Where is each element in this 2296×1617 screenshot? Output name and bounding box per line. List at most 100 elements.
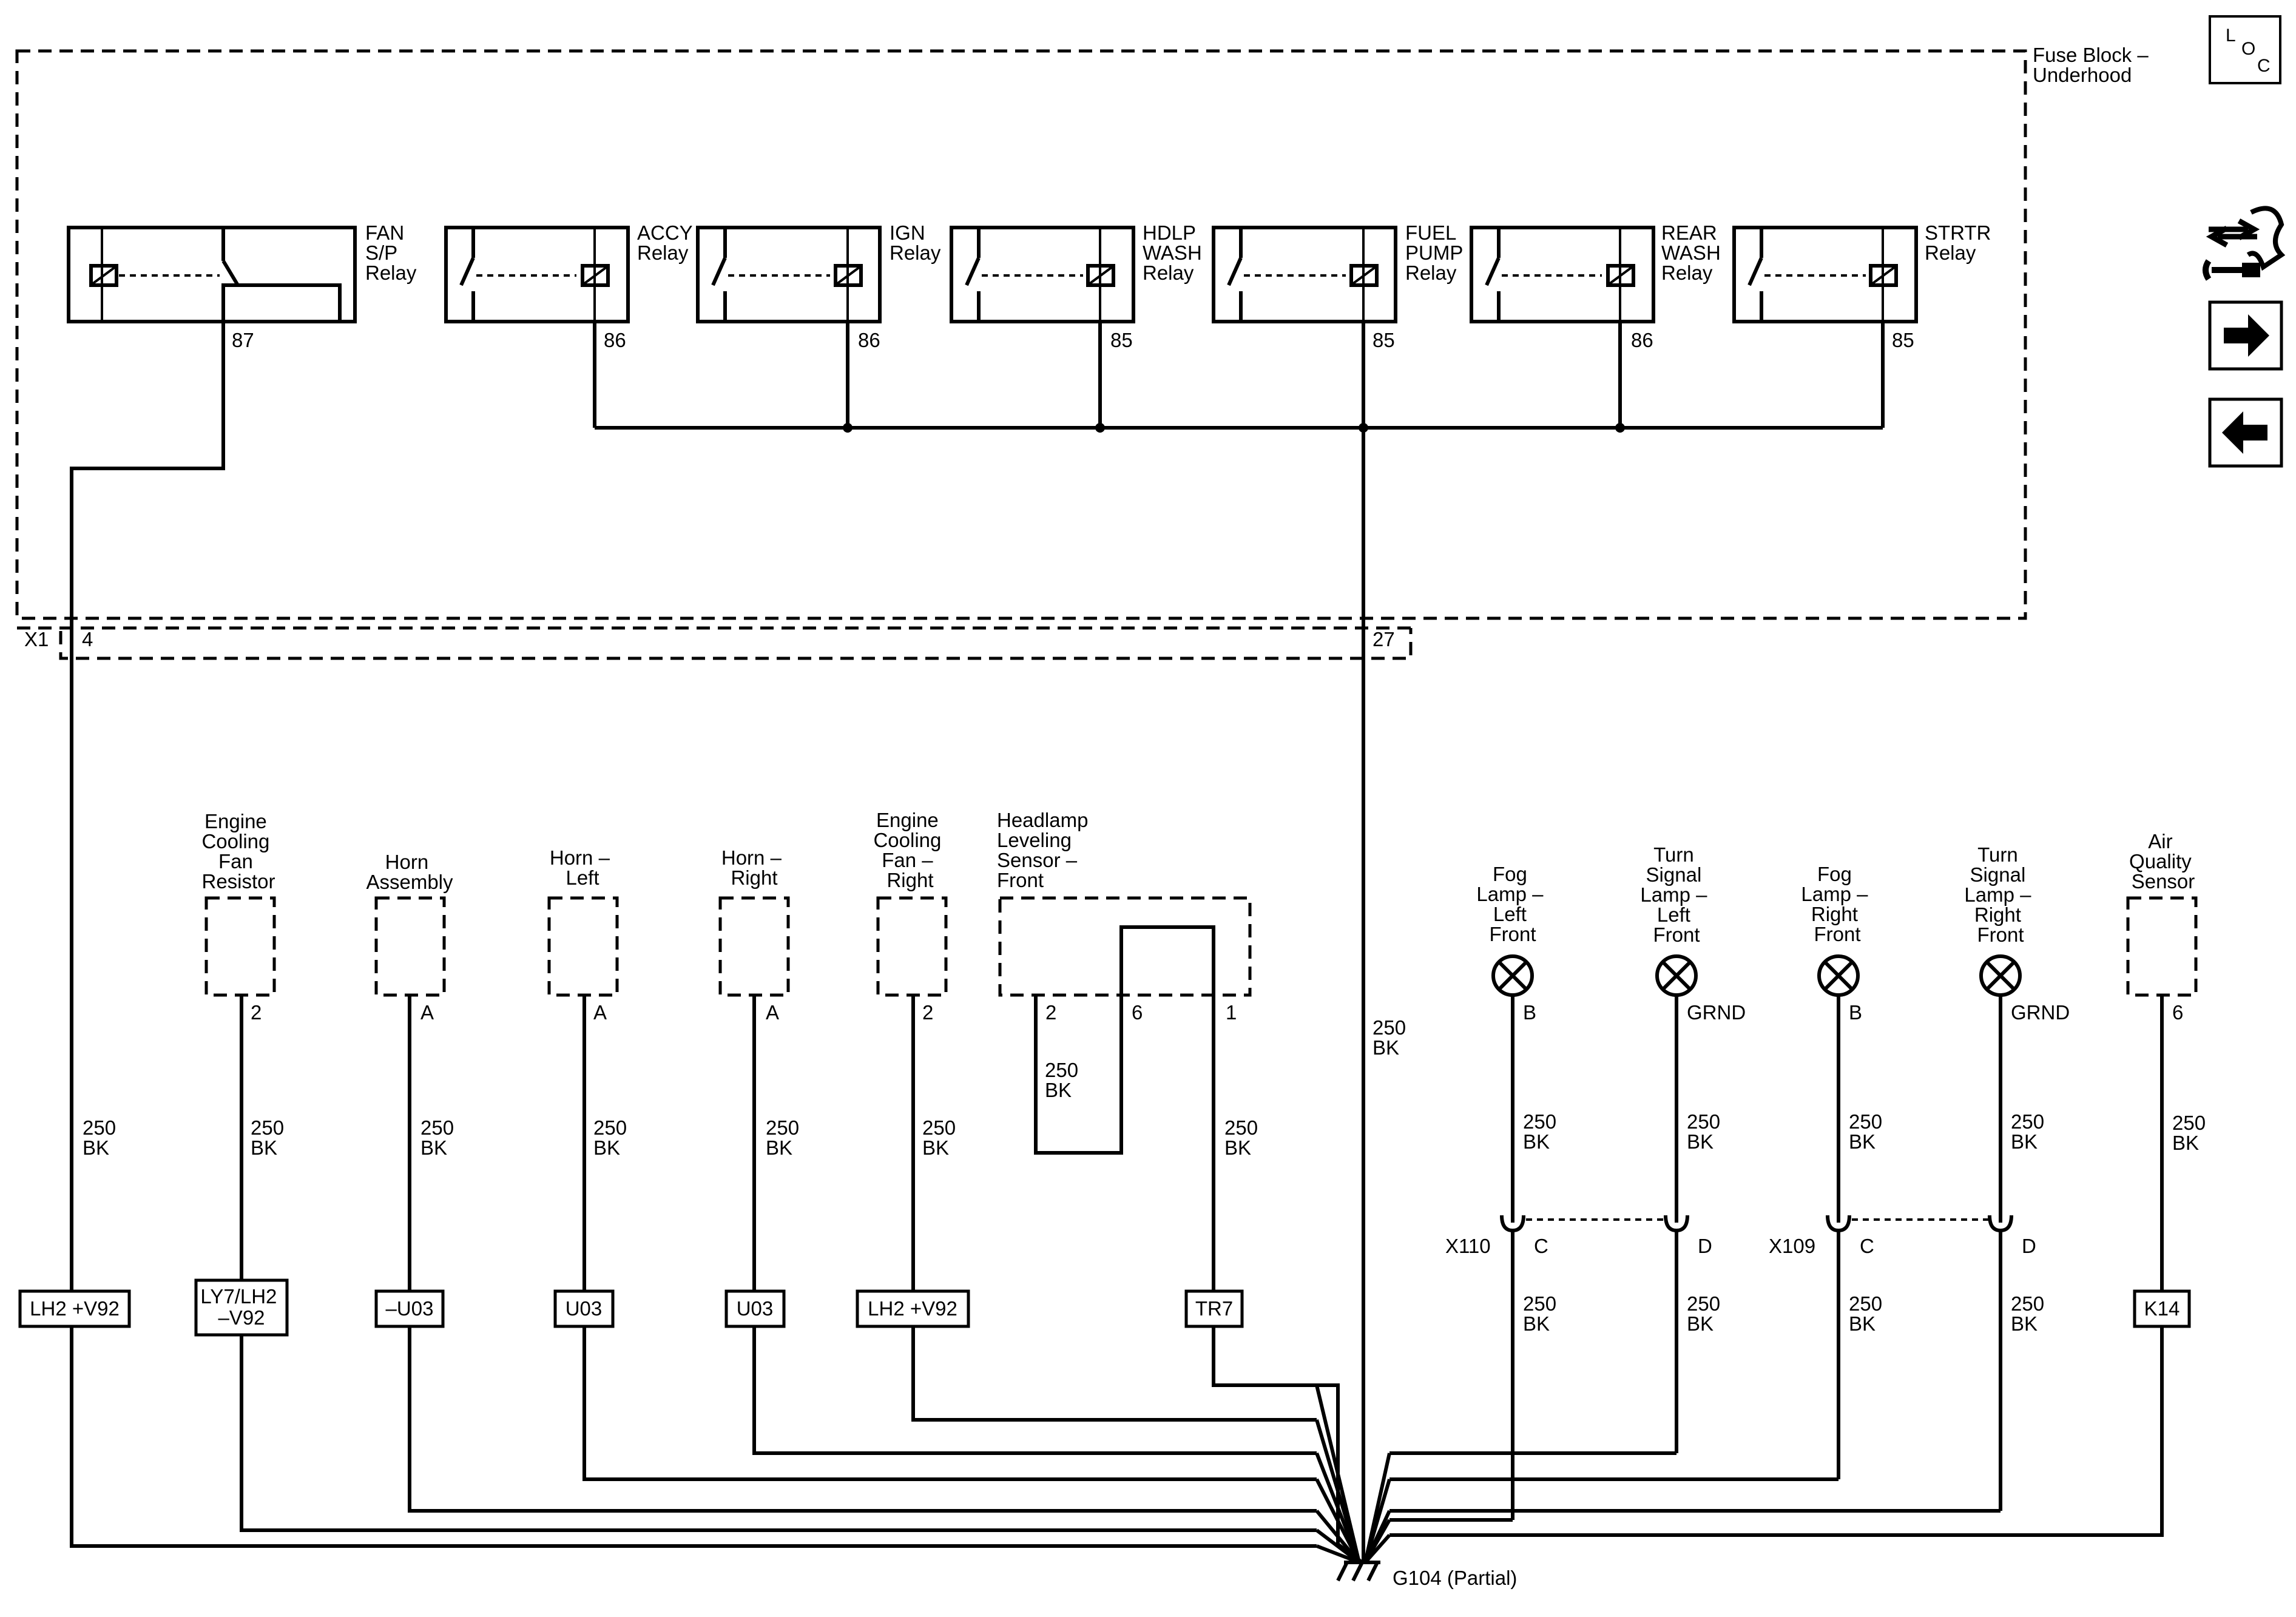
splice-dot: [843, 423, 853, 433]
relay-accy-label: ACCY Relay: [637, 221, 698, 264]
svg-text:6: 6: [1132, 1001, 1143, 1024]
svg-text:A: A: [420, 1001, 434, 1024]
svg-text:1: 1: [1226, 1001, 1237, 1024]
svg-text:L: L: [2226, 25, 2236, 46]
relay-fuel-pump-pin: 85: [1373, 329, 1395, 351]
svg-text:2: 2: [251, 1001, 262, 1024]
relay-hdlp-wash-label: HDLP WASH Relay: [1143, 221, 1207, 284]
svg-text:Headlamp Leveling: Headlamp Leveling Sensor – Front: [997, 809, 1094, 891]
svg-text:K14: K14: [2144, 1297, 2180, 1320]
relay-fan-sp-pin: 87: [232, 329, 254, 351]
svg-text:2: 2: [922, 1001, 933, 1024]
relay-rear-wash-label: REAR WASH Relay: [1661, 221, 1726, 284]
fuse-block-wiring: [70, 322, 1885, 619]
ground-g104-label: G104 (Partial): [1393, 1567, 1517, 1589]
relay-strtr-pin: 85: [1892, 329, 1914, 351]
svg-text:GRND: GRND: [1687, 1001, 1746, 1024]
relay-ign: IGN Relay 86: [696, 221, 941, 351]
svg-text:D: D: [2022, 1235, 2036, 1257]
svg-text:TR7: TR7: [1195, 1297, 1233, 1320]
main-wiring: [70, 322, 1365, 1562]
option-box-lh2-v92: [18, 1289, 131, 1328]
svg-text:LH2 +V92: LH2 +V92: [868, 1297, 957, 1320]
connector-x1: X1 4 27: [17, 626, 1413, 660]
splice-dot: [1615, 423, 1625, 433]
svg-text:–U03: –U03: [386, 1297, 434, 1320]
svg-text:Air Quality Sensor: Air Quality Sensor: [2129, 830, 2197, 893]
svg-text:Engine Cooling Fan: Engine Cooling Fan – Right: [873, 809, 947, 891]
svg-text:U03: U03: [566, 1297, 603, 1320]
relay-fuel-pump: FUEL PUMP Relay 85: [1212, 221, 1468, 351]
relay-fan-sp-label: FAN S/P Relay: [365, 221, 417, 284]
right-ground-wiring: [1389, 1451, 2001, 1522]
diagnostic-tools-icon[interactable]: [2203, 206, 2286, 281]
svg-text:2: 2: [1045, 1001, 1056, 1024]
svg-text:Turn Signal Lamp –: Turn Signal Lamp – Left Front: [1640, 843, 1712, 946]
svg-text:O: O: [2241, 39, 2255, 59]
component-headlamp-leveling-sensor-front: Headlamp Leveling Sensor – Front 2 6 1 2…: [997, 809, 1340, 1544]
svg-text:B: B: [1523, 1001, 1536, 1024]
svg-text:Turn Signal Lamp –: Turn Signal Lamp – Right Front: [1964, 843, 2036, 946]
svg-text:C: C: [1534, 1235, 1548, 1257]
svg-text:C: C: [2257, 56, 2271, 76]
relay-accy: ACCY Relay 86: [444, 221, 698, 351]
svg-text:A: A: [766, 1001, 779, 1024]
svg-text:Horn – Left: Horn – Left: [550, 846, 615, 889]
relay-accy-pin: 86: [604, 329, 626, 351]
relay-ign-label: IGN Relay: [890, 221, 941, 264]
relay-rear-wash: REAR WASH Relay 86: [1470, 221, 1726, 351]
relay-hdlp-wash: HDLP WASH Relay 85: [950, 221, 1207, 351]
relay-fuel-pump-label: FUEL PUMP Relay: [1405, 221, 1468, 284]
fuse-block-label: Fuse Block – Underhood: [2033, 44, 2154, 86]
connector-x1-pin-27: 27: [1373, 628, 1395, 650]
svg-text:A: A: [593, 1001, 607, 1024]
svg-text:X109: X109: [1769, 1235, 1815, 1257]
relay-fan-sp: FAN S/P Relay 87: [67, 221, 417, 351]
relay-hdlp-wash-pin: 85: [1110, 329, 1133, 351]
fuse-block-outline: [15, 49, 2027, 620]
svg-text:Horn Assembly: Horn Assembly: [366, 851, 453, 893]
splice-dot: [1095, 423, 1105, 433]
loc-icon[interactable]: L O C: [2209, 15, 2281, 84]
svg-text:B: B: [1849, 1001, 1862, 1024]
next-arrow-icon[interactable]: [2208, 300, 2283, 371]
svg-text:Horn – Right: Horn – Right: [721, 846, 787, 889]
relay-strtr-label: STRTR Relay: [1925, 221, 1997, 264]
connector-x110: X110 C D: [1445, 1215, 1712, 1520]
svg-text:C: C: [1860, 1235, 1874, 1257]
ground-g104: G104 (Partial): [1315, 1385, 1517, 1589]
relay-ign-pin: 86: [858, 329, 880, 351]
relay-rear-wash-pin: 86: [1631, 329, 1653, 351]
previous-arrow-icon[interactable]: [2208, 397, 2283, 468]
svg-text:X110: X110: [1445, 1235, 1491, 1257]
svg-text:LY7/LH2 –V92: LY7/LH2 –V92: [200, 1285, 282, 1329]
svg-text:Fog Lamp – Right: Fog Lamp – Right Front: [1801, 863, 1873, 945]
connector-x109: X109 C D: [1769, 1215, 2036, 1511]
svg-text:GRND: GRND: [2011, 1001, 2070, 1024]
